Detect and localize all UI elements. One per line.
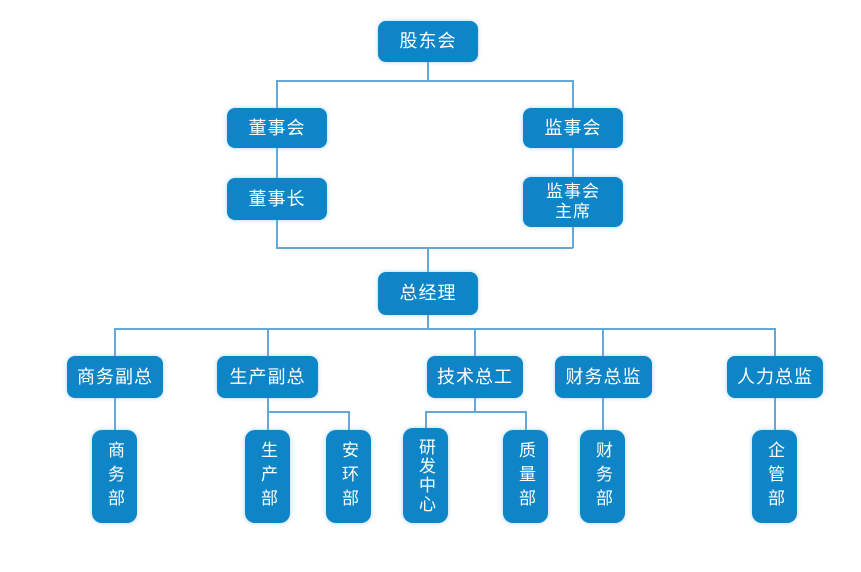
org-node-quality-dept[interactable]: 质量部 xyxy=(503,430,548,523)
org-node-label: 财务总监 xyxy=(565,366,642,388)
org-node-finance-dept[interactable]: 财务部 xyxy=(580,430,625,523)
connector-line xyxy=(276,148,278,178)
connector-line xyxy=(114,398,116,430)
org-node-supervisory-chairman[interactable]: 监事会 主席 xyxy=(523,177,623,227)
org-node-rd-center[interactable]: 研发中心 xyxy=(403,428,448,523)
connector-line xyxy=(276,80,278,108)
org-node-label: 安环部 xyxy=(338,440,358,513)
org-node-label: 研发中心 xyxy=(415,437,435,514)
connector-line xyxy=(602,398,604,430)
org-node-general-manager[interactable]: 总经理 xyxy=(378,272,478,315)
org-node-label: 总经理 xyxy=(399,283,457,304)
connector-line xyxy=(572,80,574,108)
connector-line xyxy=(572,148,574,177)
connector-line xyxy=(425,411,526,413)
connector-line xyxy=(114,328,116,356)
connector-line xyxy=(114,328,775,330)
connector-line xyxy=(427,62,429,81)
org-node-label: 商务副总 xyxy=(77,366,153,388)
org-node-label: 技术总工 xyxy=(437,366,513,388)
org-node-label: 财务部 xyxy=(592,440,612,513)
org-node-label: 生产部 xyxy=(257,440,277,513)
org-node-supervisory-board[interactable]: 监事会 xyxy=(523,108,623,148)
connector-line xyxy=(602,328,604,356)
org-node-safety-env-dept[interactable]: 安环部 xyxy=(326,430,371,523)
connector-line xyxy=(276,220,278,248)
connector-line xyxy=(525,411,527,430)
connector-line xyxy=(474,398,476,411)
connector-line xyxy=(276,247,573,249)
connector-line xyxy=(425,411,427,430)
connector-line xyxy=(348,411,350,430)
connector-line xyxy=(267,411,349,413)
org-node-label: 股东会 xyxy=(399,31,457,52)
org-node-label: 质量部 xyxy=(515,440,535,513)
connector-line xyxy=(267,398,269,430)
connector-line xyxy=(276,80,573,82)
connector-line xyxy=(267,328,269,356)
org-node-label: 人力总监 xyxy=(737,366,813,388)
org-node-label: 生产副总 xyxy=(229,366,306,388)
org-node-label: 监事会 主席 xyxy=(546,182,600,222)
org-node-production-dept[interactable]: 生产部 xyxy=(245,430,290,523)
org-node-finance-director[interactable]: 财务总监 xyxy=(555,356,652,398)
org-node-label: 企管部 xyxy=(764,440,784,513)
org-node-enterprise-mgmt-dept[interactable]: 企管部 xyxy=(752,430,797,523)
org-node-hr-director[interactable]: 人力总监 xyxy=(727,356,823,398)
org-node-chief-engineer[interactable]: 技术总工 xyxy=(427,356,523,398)
connector-line xyxy=(427,247,429,272)
org-node-business-vp[interactable]: 商务副总 xyxy=(67,356,163,398)
org-node-board[interactable]: 董事会 xyxy=(227,108,327,148)
connector-line xyxy=(572,227,574,248)
connector-line xyxy=(427,315,429,329)
org-node-label: 商务部 xyxy=(104,440,124,513)
org-node-chairman[interactable]: 董事长 xyxy=(227,178,327,220)
connector-line xyxy=(774,398,776,430)
connector-line xyxy=(474,328,476,356)
org-node-production-vp[interactable]: 生产副总 xyxy=(217,356,318,398)
org-node-label: 监事会 xyxy=(544,117,602,139)
org-node-shareholders[interactable]: 股东会 xyxy=(378,21,478,62)
org-node-label: 董事会 xyxy=(248,117,306,139)
connector-line xyxy=(774,328,776,356)
org-node-business-dept[interactable]: 商务部 xyxy=(92,430,137,523)
org-node-label: 董事长 xyxy=(248,188,306,210)
